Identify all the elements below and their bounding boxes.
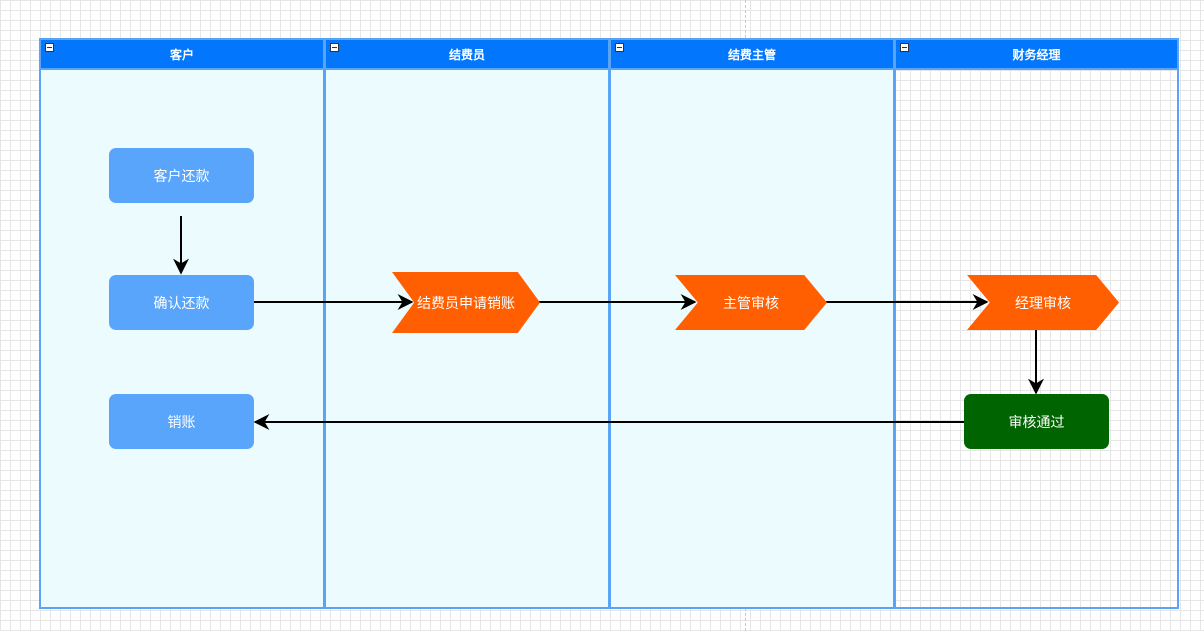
node-label: 主管审核: [723, 295, 779, 312]
collapse-icon[interactable]: [330, 43, 339, 52]
lane-header[interactable]: 结费主管: [611, 40, 893, 70]
lane-finance-manager[interactable]: 财务经理: [894, 38, 1179, 609]
node-manager-review[interactable]: 经理审核: [967, 275, 1119, 330]
lane-supervisor[interactable]: 结费主管: [609, 38, 895, 609]
lane-body: [326, 70, 608, 607]
node-label: 审核通过: [1008, 414, 1065, 431]
lane-body: [896, 70, 1177, 607]
node-confirm-repay[interactable]: 确认还款: [109, 275, 254, 330]
node-customer-repay[interactable]: 客户还款: [109, 148, 254, 203]
node-clerk-apply[interactable]: 结费员申请销账: [392, 272, 540, 333]
node-label: 确认还款: [153, 295, 210, 312]
node-label: 销账: [167, 414, 196, 431]
node-label: 客户还款: [153, 168, 210, 185]
lane-header[interactable]: 客户: [41, 40, 323, 70]
node-approved[interactable]: 审核通过: [964, 394, 1109, 449]
lane-title: 结费主管: [727, 47, 776, 62]
node-label: 结费员申请销账: [417, 295, 515, 312]
node-supervisor-review[interactable]: 主管审核: [675, 275, 827, 330]
lane-body: [611, 70, 893, 607]
collapse-icon[interactable]: [900, 43, 909, 52]
lane-header[interactable]: 结费员: [326, 40, 608, 70]
collapse-icon[interactable]: [615, 43, 624, 52]
lane-title: 财务经理: [1012, 47, 1061, 62]
node-label: 经理审核: [1015, 295, 1071, 312]
node-write-off[interactable]: 销账: [109, 394, 254, 449]
lane-title: 客户: [169, 47, 194, 62]
lane-header[interactable]: 财务经理: [896, 40, 1177, 70]
lane-title: 结费员: [448, 47, 485, 62]
collapse-icon[interactable]: [45, 43, 54, 52]
